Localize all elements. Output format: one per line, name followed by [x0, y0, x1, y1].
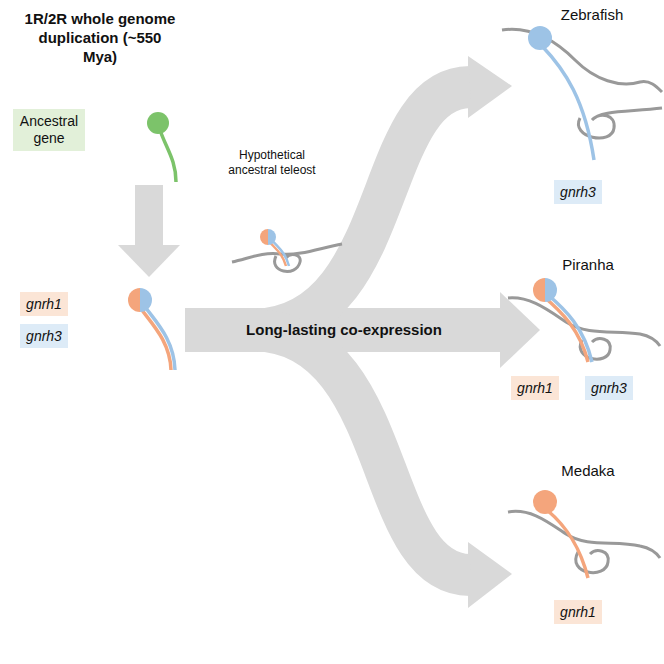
gene-label-box: gnrh1 [20, 292, 68, 317]
brain-sketch [508, 278, 660, 362]
note-label: Hypothetical ancestral teleost [217, 148, 327, 178]
gene-label-box: gnrh3 [585, 376, 633, 401]
gene-label-box: gnrh3 [554, 180, 602, 205]
species-label: Piranha [562, 256, 614, 275]
flow-arrow [118, 56, 540, 608]
heading-label: 1R/2R whole genome duplication (~550 Mya… [20, 10, 180, 66]
node-text: gnrh3 [26, 328, 62, 345]
brain-sketch [502, 26, 662, 160]
node-text: gnrh3 [591, 380, 627, 397]
node-text: gnrh1 [560, 604, 596, 621]
arrow-label: Long-lasting co-expression [246, 321, 442, 340]
gene-label-box: gnrh1 [554, 600, 602, 625]
gene-box: Ancestral gene [13, 109, 85, 151]
species-label: Zebrafish [561, 6, 624, 25]
neuron [128, 288, 175, 370]
brain-sketch [508, 490, 660, 578]
node-text: Ancestral gene [19, 113, 79, 147]
node-text: gnrh1 [26, 296, 62, 313]
gene-label-box: gnrh1 [511, 376, 559, 401]
node-text: gnrh3 [560, 184, 596, 201]
gene-label-box: gnrh3 [20, 324, 68, 349]
node-text: gnrh1 [517, 380, 553, 397]
species-label: Medaka [561, 462, 614, 481]
neuron [147, 112, 176, 182]
brain-sketch [232, 229, 342, 271]
